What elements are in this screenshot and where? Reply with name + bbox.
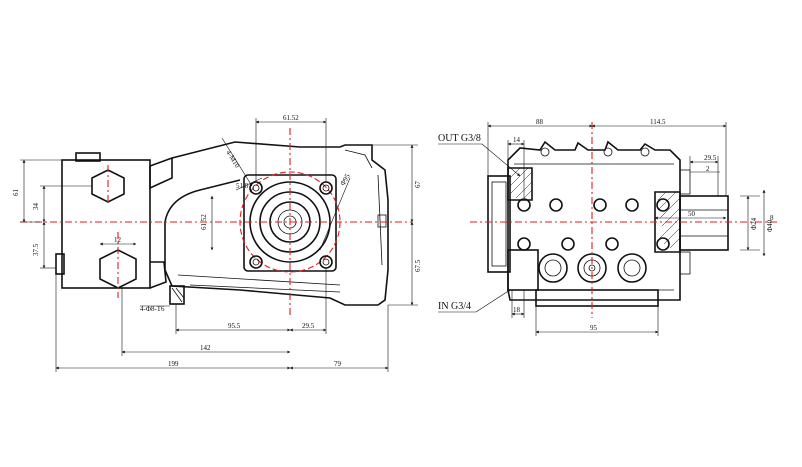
dim-61-52-vert: 61.52 bbox=[200, 214, 208, 230]
dim-67-5: 67.5 bbox=[414, 259, 422, 272]
dim-29-5-right: 29.5 bbox=[704, 154, 717, 162]
dim-88: 88 bbox=[536, 118, 544, 126]
label-in-port: IN G3/4 bbox=[438, 301, 471, 312]
out-port-section bbox=[507, 167, 533, 201]
front-view: 88 114.5 14 29.5 2 50 Φ24 Φ40 8 18 95 O bbox=[438, 118, 780, 336]
dim-95-5: 95.5 bbox=[228, 322, 241, 330]
head-body bbox=[507, 140, 681, 301]
side-view: 61.52 61 34 37.5 12 67 67.5 95.5 29.5 14… bbox=[12, 114, 422, 372]
dim-199: 199 bbox=[168, 360, 179, 368]
dim-61: 61 bbox=[12, 189, 20, 197]
manifold-block bbox=[61, 159, 151, 289]
dim-50: 50 bbox=[688, 210, 696, 218]
dim-61-52-top: 61.52 bbox=[283, 114, 299, 122]
dim-95: 95 bbox=[590, 324, 598, 332]
dim-37-5: 37.5 bbox=[32, 243, 40, 256]
dim-key: 8 bbox=[770, 214, 774, 222]
dim-shaft-outer: Φ40 bbox=[766, 219, 774, 232]
dim-142: 142 bbox=[200, 344, 211, 352]
dim-pcd: Φ95 bbox=[339, 172, 352, 187]
left-boss bbox=[487, 175, 511, 273]
dim-shaft: Φ24 bbox=[750, 217, 758, 230]
housing-neck bbox=[149, 156, 173, 190]
dim-14: 14 bbox=[513, 136, 521, 144]
note-4-m10: 4-M10 bbox=[224, 149, 241, 170]
label-out-port: OUT G3/8 bbox=[438, 133, 481, 144]
drain-plug bbox=[169, 285, 185, 305]
dim-34: 34 bbox=[32, 203, 40, 211]
drive-shaft bbox=[679, 195, 729, 251]
dim-18: 18 bbox=[513, 306, 521, 314]
dim-12: 12 bbox=[114, 236, 122, 244]
note-drain-thread: 4-Φ8-T6 bbox=[140, 305, 165, 313]
crankcase-body bbox=[164, 141, 389, 306]
dim-67: 67 bbox=[414, 181, 422, 189]
manifold-bottom-lip bbox=[55, 253, 65, 275]
dim-79: 79 bbox=[334, 360, 342, 368]
valve-cap-1 bbox=[538, 253, 568, 283]
manifold-top-boss bbox=[75, 152, 101, 162]
dim-2: 2 bbox=[706, 165, 710, 173]
dim-114-5: 114.5 bbox=[650, 118, 666, 126]
dim-29-5-left: 29.5 bbox=[302, 322, 315, 330]
dim-51-8: 51.8 bbox=[236, 182, 249, 190]
valve-cap-3 bbox=[617, 253, 647, 283]
